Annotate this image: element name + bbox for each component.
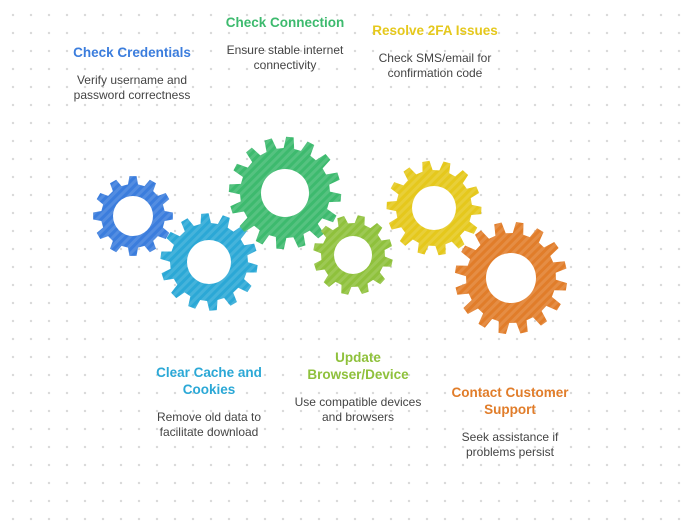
gear-update-browser-device [313, 215, 393, 295]
step-description: Use compatible devices and browsers [294, 395, 422, 424]
gear-contact-customer-support [454, 221, 568, 335]
step-title: Check Credentials [73, 45, 191, 60]
gear-check-connection [228, 136, 342, 250]
step-title: Update Browser/Device [307, 350, 409, 382]
gear-hole [486, 253, 536, 303]
step-contact-customer-support: Contact Customer Support Seek assistance… [446, 384, 574, 460]
step-description: Ensure stable internet connectivity [226, 43, 344, 72]
gear-clear-cache-and-cookies [160, 213, 258, 311]
gear-check-credentials [93, 176, 173, 256]
step-title: Check Connection [225, 15, 345, 30]
step-update-browser-device: Update Browser/Device Use compatible dev… [290, 349, 426, 425]
gear-hole [334, 236, 372, 274]
gear-hole [412, 186, 456, 230]
step-check-connection: Check Connection Ensure stable internet … [218, 14, 352, 73]
step-description: Seek assistance if problems persist [461, 430, 559, 459]
step-check-credentials: Check Credentials Verify username and pa… [58, 44, 206, 103]
gear-hole [113, 196, 153, 236]
gear-resolve-2fa-issues [386, 160, 482, 256]
step-description: Verify username and password correctness [73, 73, 191, 102]
step-title: Clear Cache and Cookies [156, 365, 262, 397]
gear-hole [261, 169, 309, 217]
step-description: Check SMS/email for confirmation code [378, 51, 492, 80]
step-title: Contact Customer Support [451, 385, 569, 417]
step-description: Remove old data to facilitate download [156, 410, 262, 439]
step-title: Resolve 2FA Issues [372, 23, 498, 38]
step-resolve-2fa-issues: Resolve 2FA Issues Check SMS/email for c… [368, 22, 502, 81]
gear-hole [187, 240, 231, 284]
step-clear-cache-and-cookies: Clear Cache and Cookies Remove old data … [136, 364, 282, 440]
